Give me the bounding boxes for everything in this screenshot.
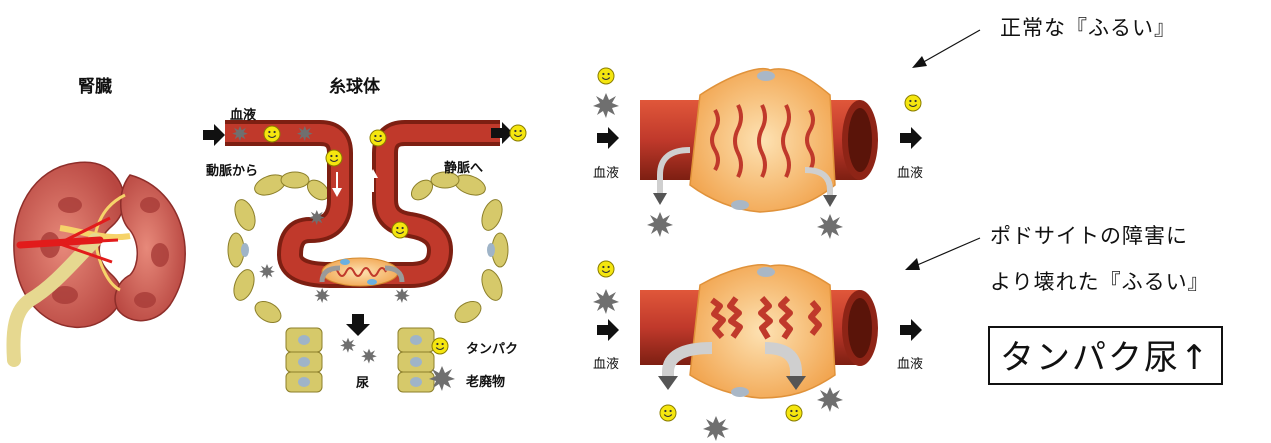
kidney-title: 腎臓 (78, 72, 112, 97)
glomerulus-blood-label: 血液 (230, 104, 256, 123)
damaged-blood-out-label: 血液 (897, 353, 923, 372)
damaged-blood-in-label: 血液 (593, 353, 619, 372)
proteinuria-result-box: タンパク尿↑ (988, 326, 1223, 385)
legend-waste-label: 老廃物 (466, 371, 505, 390)
damaged-filter-illustration (593, 238, 980, 441)
normal-blood-in-label: 血液 (593, 162, 619, 181)
normal-filter-caption: 正常な『ふるい』 (1000, 12, 1176, 42)
kidney-illustration (13, 162, 185, 360)
legend-protein-label: タンパク (466, 338, 518, 357)
damaged-filter-caption-line1: ポドサイトの障害に (990, 220, 1188, 250)
normal-blood-out-label: 血液 (897, 162, 923, 181)
urine-label: 尿 (356, 372, 369, 391)
damaged-filter-caption-line2: より壊れた『ふるい』 (990, 266, 1210, 296)
normal-filter-illustration (593, 30, 980, 239)
glomerulus-title: 糸球体 (329, 72, 380, 97)
to-vein-label: 静脈へ (444, 157, 483, 176)
from-artery-label: 動脈から (206, 160, 258, 179)
